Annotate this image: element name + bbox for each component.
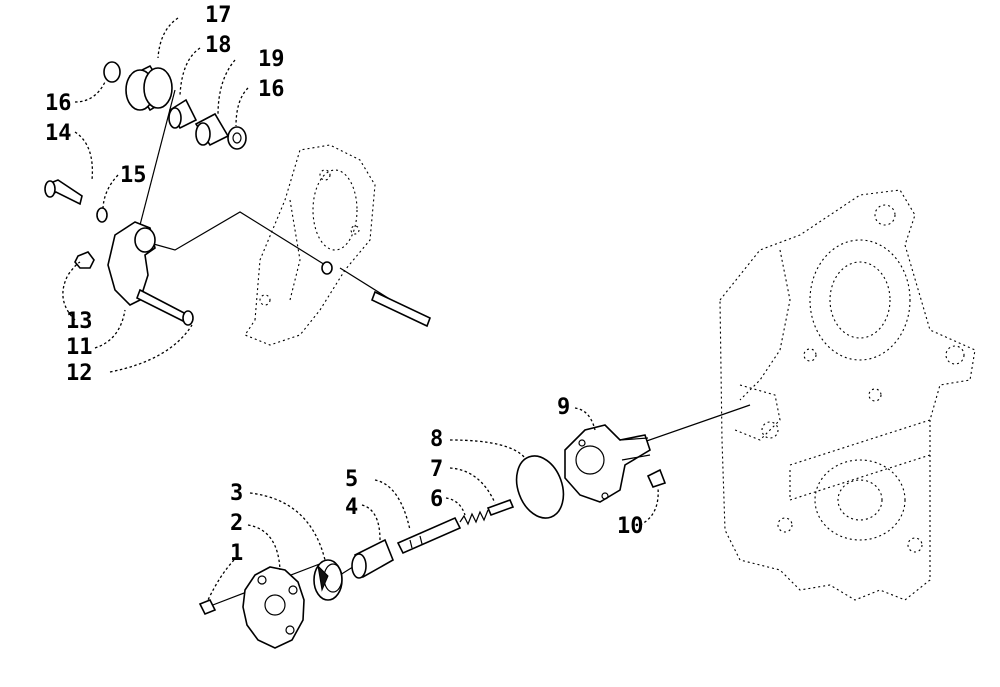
callout-1: 1	[230, 541, 243, 566]
callout-8: 8	[430, 427, 443, 452]
callout-6: 6	[430, 487, 443, 512]
part-14-bolt	[44, 179, 83, 206]
callout-17: 17	[205, 3, 232, 28]
part-1-screw	[198, 598, 217, 616]
callout-7: 7	[430, 457, 443, 482]
part-17-roller	[125, 64, 173, 112]
callout-9: 9	[557, 395, 570, 420]
callout-4: 4	[345, 495, 358, 520]
part-10-screw	[646, 468, 667, 488]
callout-18: 18	[205, 33, 232, 58]
part-11-tensioner-arm	[107, 221, 156, 306]
engine-case-right	[719, 189, 976, 601]
part-16-washer-left	[103, 61, 121, 83]
part-7-pin	[486, 498, 515, 517]
engine-mount-bolt	[321, 261, 432, 328]
part-18-bushing	[168, 98, 198, 130]
part-9-pump-housing	[564, 424, 651, 503]
callout-16-left: 16	[45, 91, 72, 116]
part-5-shaft	[396, 516, 462, 555]
callout-11: 11	[66, 335, 93, 360]
callout-3: 3	[230, 481, 243, 506]
part-2-pump-cover	[242, 566, 305, 649]
callout-labels: 17 18 19 16 16 14 15 13 11 12 1 2 3 4 5 …	[45, 3, 644, 566]
callout-12: 12	[66, 361, 93, 386]
engine-case-left	[244, 144, 376, 346]
part-8-o-ring	[515, 455, 565, 519]
part-6-spring	[459, 509, 489, 526]
part-4-bushing	[351, 538, 395, 579]
part-16-washer-right	[227, 126, 247, 150]
callout-15: 15	[120, 163, 147, 188]
callout-14: 14	[45, 121, 72, 146]
callout-10: 10	[617, 514, 644, 539]
callout-16-right: 16	[258, 77, 285, 102]
callout-13: 13	[66, 309, 93, 334]
part-15-washer	[96, 207, 108, 223]
leader-lines	[62, 17, 659, 601]
callout-5: 5	[345, 467, 358, 492]
part-13-nut	[74, 251, 95, 269]
part-12-bolt	[135, 288, 194, 326]
callout-2: 2	[230, 511, 243, 536]
part-3-impeller	[313, 559, 343, 601]
part-19-sleeve	[194, 112, 230, 147]
callout-19: 19	[258, 47, 285, 72]
